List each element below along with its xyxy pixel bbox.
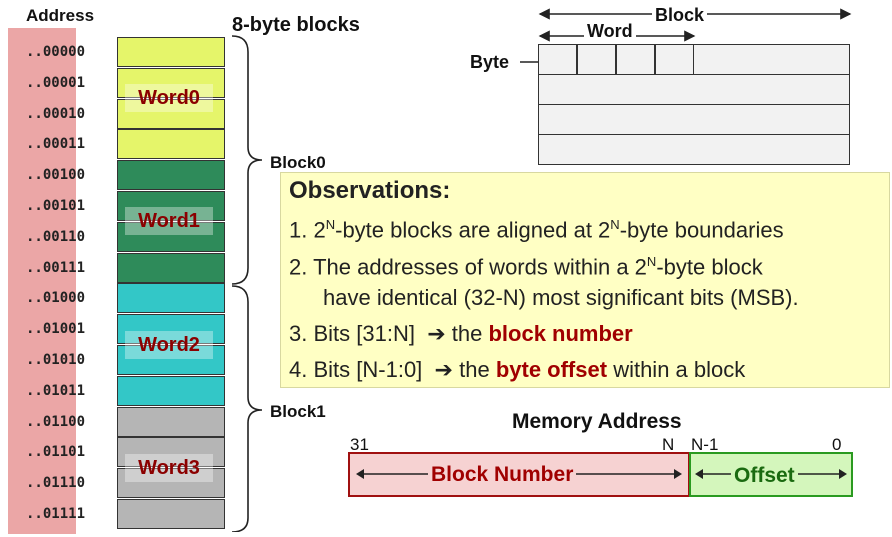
address-label: ..01010 [26,352,86,368]
obs-number: 4. [289,357,308,382]
grid-byte-cell [538,44,577,75]
block-number-label: Block Number [428,463,577,487]
grid-byte-cell [616,44,655,75]
obs-emphasis: block number [488,321,633,346]
byte-cell [117,468,225,499]
memory-address-title: Memory Address [512,410,682,433]
byte-cell [117,499,225,529]
observation-1: 1. 2N-byte blocks are aligned at 2N-byte… [289,217,784,243]
offset-field: Offset [689,452,853,497]
address-label: ..01011 [26,382,86,399]
obs-emphasis: byte offset [495,357,608,382]
word-label: Word0 [125,84,213,113]
block0-label: Block0 [270,153,326,172]
obs-text: -byte blocks are aligned at 2 [335,217,611,243]
byte-cell [117,221,225,252]
byte-cell [117,406,225,437]
observations-box: Observations: 1. 2N-byte blocks are alig… [280,172,890,388]
address-label: ..00010 [26,105,86,122]
obs-text: Bits [N-1:0] [313,357,423,382]
address-label: ..01100 [26,413,86,430]
grid-row-3 [538,134,850,165]
obs-text: Bits [31:N] [313,321,415,346]
byte-cell [117,375,225,406]
byte-cell [117,98,225,129]
byte-cell [117,252,225,283]
obs-text: 2 [313,217,326,243]
word-header: Word [584,21,636,42]
obs-sup: N [646,254,657,269]
block-number-field: Block Number [348,452,690,497]
byte-cell [117,437,225,468]
obs-text: within a block [613,357,746,382]
address-label: ..00000 [26,44,86,60]
word-label: Word2 [125,330,213,359]
obs-text: -byte block [656,254,763,280]
block-header: Block [652,5,708,26]
observation-3: 3. Bits [31:N] ➔ the block number [289,321,633,347]
byte-cell [117,160,225,191]
byte-cell [117,191,225,221]
address-column [8,28,76,534]
grid-row-1 [538,74,850,105]
grid-byte-cell [577,44,616,75]
address-label: ..01101 [26,444,86,461]
obs-text: -byte boundaries [619,217,784,243]
offset-label: Offset [731,464,798,488]
byte-label: Byte [470,52,510,72]
word-label: Word3 [125,453,213,482]
obs-text: The addresses of words within a 2 [313,254,647,280]
byte-cell [117,345,225,375]
address-label: ..00011 [26,136,86,153]
byte-cell [117,129,225,160]
byte-cell [117,314,225,345]
word-label: Word1 [125,207,213,236]
bit-n-label: N [662,435,675,454]
address-label: ..00100 [26,167,86,184]
block0-brace [231,35,263,285]
address-label: ..00101 [26,198,86,214]
bit-n-minus-1-label: N-1 [691,435,719,454]
obs-number: 1. [289,217,308,243]
blocks-title: 8-byte blocks [232,14,360,36]
block1-brace [231,285,263,532]
address-label: ..00110 [26,228,86,245]
bit-0-label: 0 [832,435,842,454]
observation-2-line2: have identical (32-N) most significant b… [323,285,799,310]
obs-text: the [451,321,483,346]
address-label: ..00001 [26,74,86,91]
block-braces [231,35,263,532]
obs-sup: N [325,217,336,232]
byte-cell [117,37,225,67]
obs-text: the [459,357,490,382]
address-label: ..01001 [26,321,86,338]
arrow-icon: ➔ [434,357,453,382]
grid-row-2 [538,104,850,135]
observation-4: 4. Bits [N-1:0] ➔ the byte offset within… [289,357,745,383]
address-label: ..01110 [26,475,86,492]
address-label: ..00111 [26,259,86,276]
bit-31-label: 31 [350,435,369,454]
grid-byte-cell [655,44,694,75]
address-header: Address [26,6,95,25]
block1-label: Block1 [270,402,326,421]
obs-number: 2. [289,254,308,280]
byte-cell [117,67,225,98]
obs-sup: N [610,217,620,232]
obs-number: 3. [289,321,308,346]
arrow-icon: ➔ [427,321,446,346]
observation-2: 2. The addresses of words within a 2N-by… [289,254,763,280]
byte-cell [117,283,225,314]
observations-title: Observations: [289,177,451,204]
address-label: ..01111 [26,506,86,522]
address-label: ..01000 [26,290,86,307]
